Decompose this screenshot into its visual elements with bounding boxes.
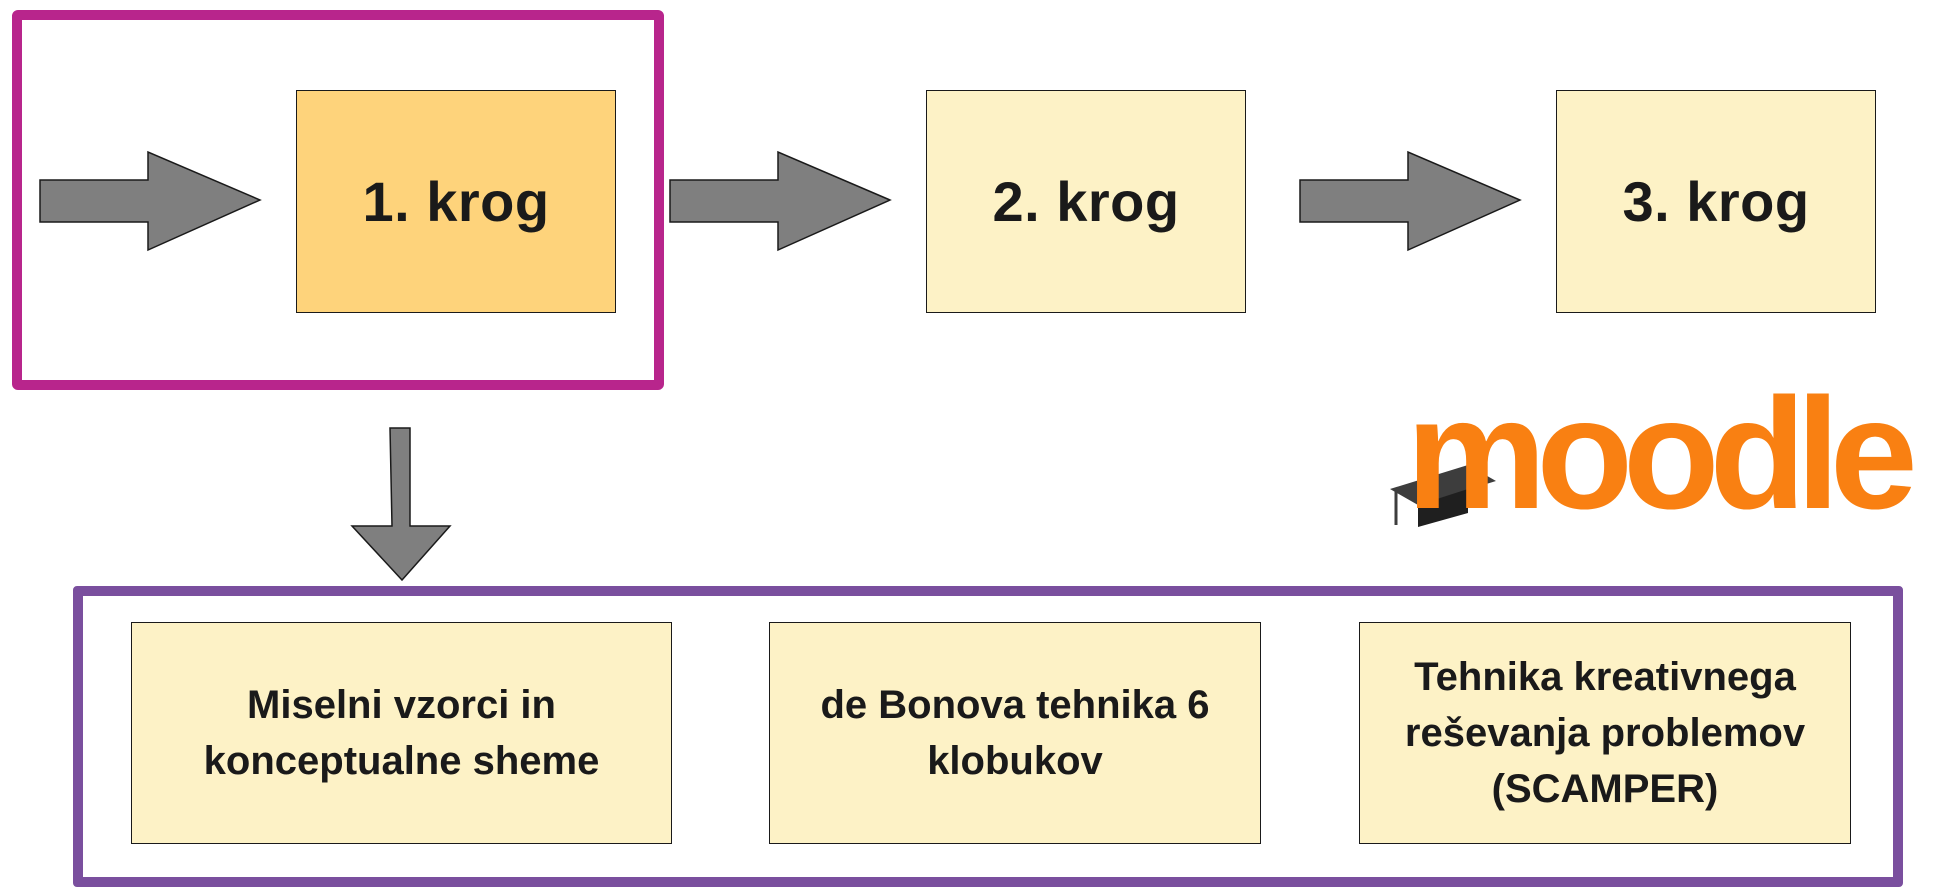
arrow-icon-round2-to-round3: [1299, 150, 1522, 252]
graduation-cap-icon: [1390, 465, 1496, 527]
round-3-label: 3. krog: [1622, 170, 1810, 233]
round-1-label: 1. krog: [362, 170, 550, 233]
arrow-icon-down-to-techniques: [350, 427, 452, 582]
techniques-group-frame: [73, 586, 1903, 887]
arrow-icon-entry: [39, 150, 262, 252]
technique-box-scamper: Tehnika kreativnega reševanja problemov …: [1359, 622, 1851, 844]
round-2-label: 2. krog: [992, 170, 1180, 233]
moodle-logo-text: moodle: [1406, 366, 1918, 542]
round-2-box: 2. krog: [926, 90, 1246, 313]
technique-label-six-hats: de Bonova tehnika 6 klobukov: [820, 683, 1210, 783]
moodle-logo: moodle: [1388, 375, 1928, 570]
round-1-box: 1. krog: [296, 90, 616, 313]
technique-label-mind-maps: Miselni vzorci in konceptualne sheme: [203, 683, 600, 783]
technique-label-scamper: Tehnika kreativnega reševanja problemov …: [1404, 655, 1806, 811]
technique-box-six-hats: de Bonova tehnika 6 klobukov: [769, 622, 1261, 844]
current-round-highlight-frame: [12, 10, 664, 390]
arrow-icon-round1-to-round2: [669, 150, 892, 252]
technique-box-mind-maps: Miselni vzorci in konceptualne sheme: [131, 622, 672, 844]
round-3-box: 3. krog: [1556, 90, 1876, 313]
